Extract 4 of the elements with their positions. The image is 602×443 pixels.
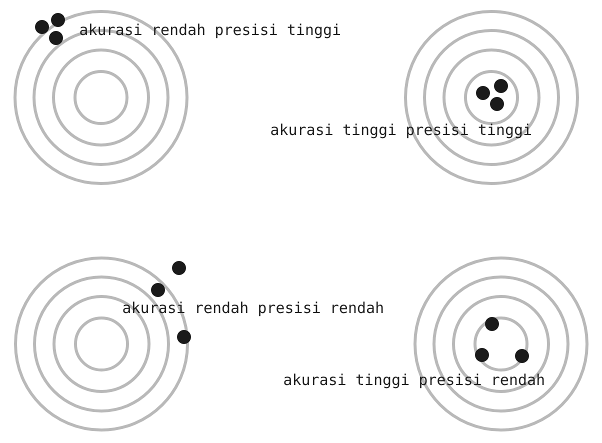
target-label: akurasi tinggi presisi tinggi — [271, 124, 532, 138]
target-label: akurasi rendah presisi tinggi — [80, 24, 340, 38]
target-label: akurasi rendah presisi rendah — [123, 302, 383, 316]
target-label: akurasi tinggi presisi rendah — [284, 374, 544, 388]
